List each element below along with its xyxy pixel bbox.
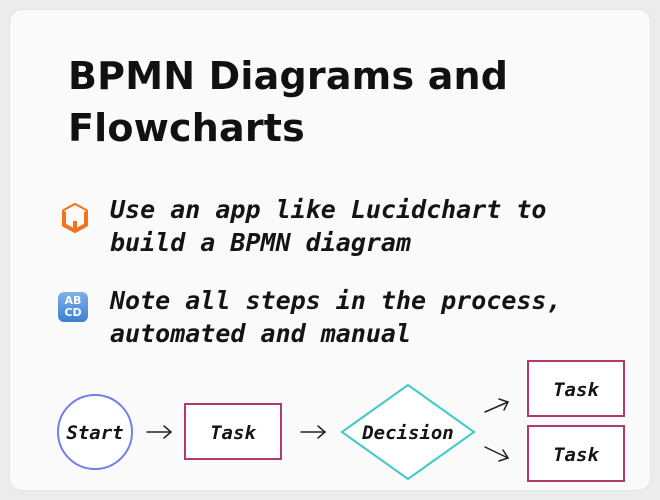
arrow-decision-to-bottom-task [484, 446, 510, 462]
bullet-lucidchart: Use an app like Lucidchart to build a BP… [58, 193, 580, 259]
decision-node [340, 383, 476, 481]
branch-top-task-label: Task [553, 379, 600, 401]
bullet-text: Note all steps in the process, automated… [110, 284, 580, 350]
task-label: Task [210, 422, 257, 444]
abcd-icon-top: AB [64, 294, 82, 307]
arrow-decision-to-top-task [484, 398, 510, 413]
slide-title: BPMN Diagrams and Flowcharts [68, 50, 628, 154]
bullet-line-2: build a BPMN diagram [110, 228, 412, 257]
bullet-line-2: automated and manual [110, 319, 412, 348]
abcd-icon-bottom: CD [64, 306, 82, 319]
abcd-input-symbol-icon: AB CD [58, 292, 94, 322]
bullet-line-1: Note all steps in the process, [110, 286, 562, 315]
task-node [184, 403, 282, 460]
branch-top-task-node [527, 360, 625, 417]
branch-bottom-task-node [527, 425, 625, 482]
bullet-note-steps: AB CD Note all steps in the process, aut… [58, 284, 580, 350]
slide-title-line-2: Flowcharts [68, 106, 305, 150]
arrow-start-to-task [146, 425, 173, 439]
bullet-text: Use an app like Lucidchart to build a BP… [110, 193, 580, 259]
arrow-task-to-decision [300, 425, 327, 439]
start-label: Start [66, 422, 123, 444]
decision-label: Decision [361, 422, 454, 444]
start-node [57, 394, 133, 470]
slide-title-line-1: BPMN Diagrams and [68, 54, 509, 98]
bullet-line-1: Use an app like Lucidchart to [110, 195, 547, 224]
lucidchart-logo-icon [58, 201, 94, 233]
branch-bottom-task-label: Task [553, 444, 600, 466]
